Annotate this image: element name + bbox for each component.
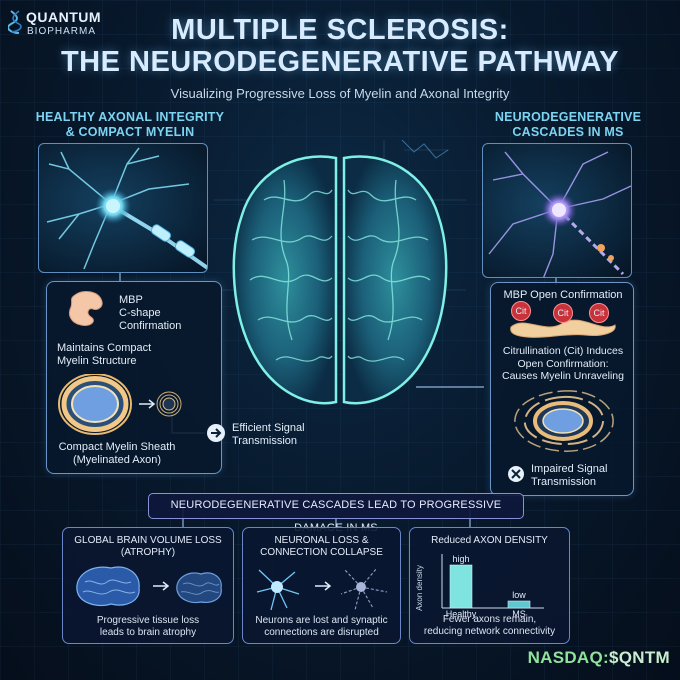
healthy-myelin-panel: MBP C-shape Confirmation Maintains Compa… — [46, 281, 222, 474]
arrow-right-circle-icon — [207, 424, 225, 442]
neuron-icon — [46, 147, 207, 271]
atrophy-title: GLOBAL BRAIN VOLUME LOSS (ATROPHY) — [74, 535, 222, 558]
page-title-line1: MULTIPLE SCLEROSIS: — [171, 14, 509, 46]
dna-icon — [8, 10, 22, 34]
healthy-neuron-image — [38, 143, 208, 273]
brain-illustration — [214, 140, 466, 405]
compact-sheath-label: Compact Myelin Sheath (Myelinated Axon) — [58, 441, 176, 466]
atrophy-box: GLOBAL BRAIN VOLUME LOSS (ATROPHY) Progr… — [62, 527, 234, 644]
mbp-label: MBP C-shape Confirmation — [119, 294, 182, 332]
page-subtitle: Visualizing Progressive Loss of Myelin a… — [170, 86, 510, 101]
cit-badge-3: Cit — [589, 303, 609, 323]
axon-density-description: Fewer axons remain, reducing network con… — [423, 614, 556, 637]
x-circle-icon — [508, 466, 524, 482]
efficient-signal-label: Efficient Signal Transmission — [232, 422, 305, 447]
neuronal-loss-box: NEURONAL LOSS & CONNECTION COLLAPSE Neur… — [242, 527, 401, 644]
axon-density-title: Reduced AXON DENSITY — [431, 535, 548, 546]
chart-value-label-healthy: high — [452, 554, 469, 564]
citrullination-label: Citrullination (Cit) Induces Open Confir… — [502, 345, 624, 382]
chart-y-axis-label: Axon density — [415, 565, 424, 611]
stock-ticker: NASDAQ:$QNTM — [528, 648, 670, 668]
cit-badge-1: Cit — [511, 301, 531, 321]
chart-value-label-ms: low — [512, 590, 526, 600]
chart-bar-healthy — [449, 564, 473, 609]
damaged-neuron-icon — [488, 151, 631, 277]
mbp-open-confirmation-icon — [510, 319, 616, 338]
ticker-symbol: $QNTM — [609, 648, 670, 667]
left-heading: HEALTHY AXONAL INTEGRITY & COMPACT MYELI… — [35, 110, 225, 139]
mbp-c-shape-icon — [68, 291, 103, 326]
right-heading: NEURODEGENERATIVE CASCADES IN MS — [494, 110, 642, 139]
ms-myelin-panel: MBP Open Confirmation Cit Cit Cit Citrul… — [490, 282, 634, 496]
unraveling-myelin-icon — [514, 390, 614, 452]
impaired-signal-label: Impaired Signal Transmission — [531, 463, 608, 488]
mbp-open-label: MBP Open Confirmation — [503, 289, 623, 301]
ticker-prefix: NASDAQ: — [527, 648, 609, 667]
chart-bar-ms — [507, 600, 531, 609]
company-logo: QUANTUM BIOPHARMA — [8, 8, 128, 38]
neuronal-loss-description: Neurons are lost and synaptic connection… — [255, 615, 388, 638]
page-title-line2: THE NEURODEGENERATIVE PATHWAY — [60, 46, 620, 78]
maintains-myelin-label: Maintains Compact Myelin Structure — [57, 342, 152, 367]
logo-name: QUANTUM — [26, 9, 102, 25]
atrophy-description: Progressive tissue loss leads to brain a… — [96, 615, 200, 638]
chart-category-label-healthy: Healthy — [446, 609, 477, 619]
neuronal-loss-title: NEURONAL LOSS & CONNECTION COLLAPSE — [260, 535, 383, 558]
cit-badge-2: Cit — [553, 303, 573, 323]
neuron-collapse-icon — [256, 567, 388, 611]
damage-banner: NEURODEGENERATIVE CASCADES LEAD TO PROGR… — [148, 493, 524, 534]
compact-myelin-sheath-icon — [58, 374, 182, 435]
chart-category-label-ms: MS — [512, 609, 526, 619]
brain-atrophy-icon — [76, 566, 222, 607]
logo-subtitle: BIOPHARMA — [27, 26, 97, 37]
damaged-neuron-image — [482, 143, 632, 278]
